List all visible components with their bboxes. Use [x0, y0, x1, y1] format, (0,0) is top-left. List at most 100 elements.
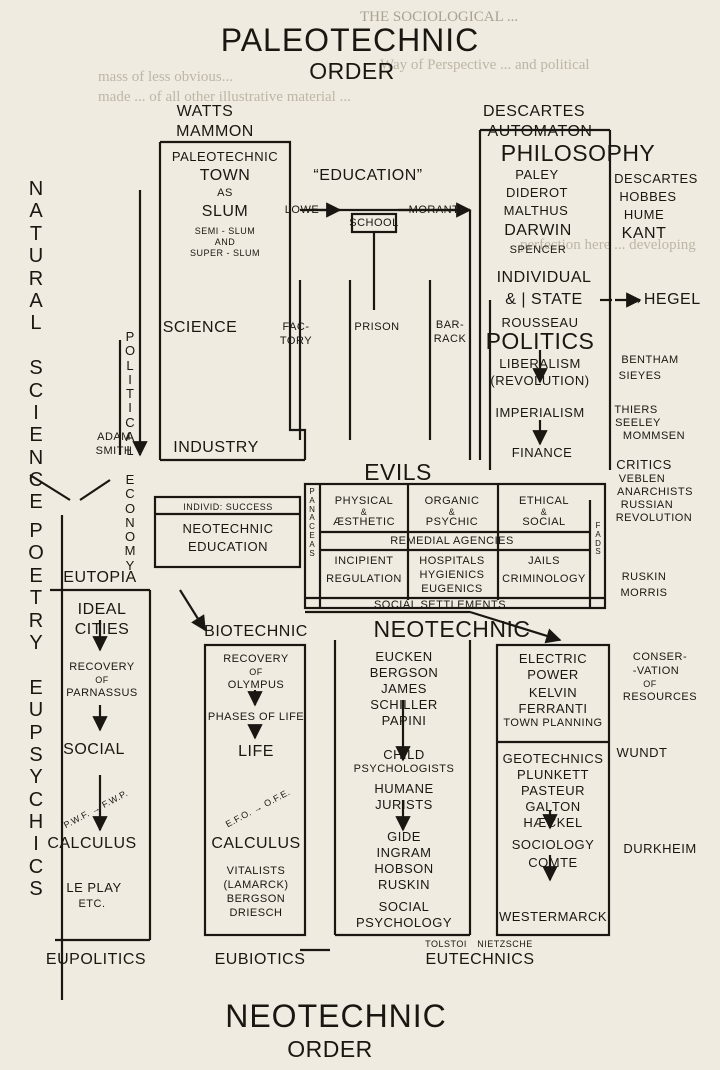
vitalists-3: BERGSON	[226, 893, 286, 905]
factory-label-1: FAC-	[282, 321, 310, 333]
jails-1: JAILS	[528, 555, 560, 567]
critics-5: REVOLUTION	[615, 512, 693, 524]
incipient-1: INCIPIENT	[334, 555, 394, 567]
calculus-left: CALCULUS	[47, 835, 137, 852]
vitalists-2: (LAMARCK)	[223, 879, 289, 891]
humane-label-1: HUMANE	[374, 781, 434, 796]
political-economy-label: P O L I T I C A L E C O N O M Y	[124, 329, 136, 573]
phases-label: PHASES OF LIFE	[207, 711, 305, 723]
neo-name-4: SCHILLER	[370, 697, 438, 712]
social-psych-2: PSYCHOLOGY	[355, 915, 453, 930]
politics-item-3: IMPERIALISM	[495, 405, 585, 420]
panaceas-label: P A N A C E A S	[309, 487, 315, 558]
rousseau-label: ROUSSEAU	[501, 315, 579, 330]
gide-2: INGRAM	[376, 845, 432, 860]
child-label-2: PSYCHOLOGISTS	[353, 763, 455, 775]
bleed-text-3: Way of Perspective ... and political	[380, 57, 590, 73]
gide-1: GIDE	[387, 829, 421, 844]
politics-item-2: (REVOLUTION)	[490, 373, 590, 388]
gide-3: HOBSON	[374, 861, 434, 876]
eutopia-title: EUTOPIA	[63, 569, 137, 586]
electric-3: KELVIN	[528, 685, 578, 700]
remedial-label: REMEDIAL AGENCIES	[390, 535, 514, 547]
hospitals-2: HYGIENICS	[419, 569, 485, 581]
state-label: & | STATE	[505, 291, 583, 308]
olympus-3: OLYMPUS	[227, 679, 285, 691]
neo-name-5: PAPINI	[381, 713, 427, 728]
life-label: LIFE	[238, 743, 274, 760]
vitalists-1: VITALISTS	[226, 865, 286, 877]
sociology-label: SOCIOLOGY	[511, 837, 595, 852]
bottom-title-line1: NEOTECHNIC	[225, 998, 447, 1034]
evils-organic-3: PSYCHIC	[425, 516, 479, 528]
vitalists-4: DRIESCH	[229, 907, 283, 919]
barrack-label-2: RACK	[433, 333, 467, 345]
conservation-1: CONSER-	[632, 651, 688, 663]
olympus-2: OF	[249, 667, 263, 677]
politics-title: POLITICS	[485, 328, 595, 354]
evils-physical-3: ÆSTHETIC	[332, 516, 396, 528]
jails-2: CRIMINOLOGY	[502, 573, 586, 585]
politics-right-5: MOMMSEN	[622, 430, 686, 442]
politics-right-3: THIERS	[614, 404, 658, 416]
philosophy-name-5: SPENCER	[509, 244, 567, 256]
education-label: “EDUCATION”	[313, 167, 423, 184]
barrack-label-1: BAR-	[435, 319, 465, 331]
philosophy-right-3: HUME	[623, 207, 665, 222]
conservation-3: OF	[643, 679, 657, 689]
nietzsche-label: NIETZSCHE	[477, 939, 533, 949]
fads-label: F A D S	[595, 521, 601, 557]
slum-sub-2: AND	[214, 237, 236, 247]
calculus-mid: CALCULUS	[211, 835, 301, 852]
evils-physical-1: PHYSICAL	[334, 495, 394, 507]
running-head: THE SOCIOLOGICAL ...	[360, 9, 519, 25]
critics-3: ANARCHISTS	[617, 486, 693, 498]
politics-item-4: FINANCE	[511, 445, 573, 460]
electric-2: POWER	[527, 667, 579, 682]
individual-label: INDIVIDUAL	[496, 269, 592, 286]
top-title-line1: PALEOTECHNIC	[220, 22, 480, 58]
philosophy-right-2: HOBBES	[619, 189, 677, 204]
philosophy-name-3: MALTHUS	[503, 203, 569, 218]
smith-label: SMITH	[95, 445, 133, 457]
politics-right-2: SIEYES	[618, 370, 662, 382]
factory-label-2: TORY	[279, 335, 313, 347]
hegel-label: →HEGEL	[627, 291, 701, 308]
individ-label: INDIVID: SUCCESS	[183, 502, 273, 512]
ideal-label: IDEAL	[77, 601, 127, 618]
school-label: SCHOOL	[349, 217, 399, 229]
incipient-2: REGULATION	[326, 573, 402, 585]
eutechnics-label: EUTECHNICS	[425, 951, 535, 968]
politics-right-1: BENTHAM	[621, 354, 679, 366]
geo-4: GALTON	[525, 799, 581, 814]
critics-4: RUSSIAN	[620, 499, 674, 511]
evils-physical-2: &	[360, 507, 368, 517]
evils-ethical-3: SOCIAL	[522, 516, 566, 528]
neo-education-2: EDUCATION	[187, 539, 269, 554]
evils-organic-2: &	[448, 507, 456, 517]
humane-label-2: JURISTS	[375, 797, 433, 812]
electric-4: FERRANTI	[518, 701, 588, 716]
neo-name-2: BERGSON	[369, 665, 439, 680]
philosophy-name-4: DARWIN	[504, 222, 572, 239]
comte-label: COMTE	[528, 855, 578, 870]
child-label-1: CHILD	[383, 747, 425, 762]
settlements-label: SOCIAL SETTLEMENTS	[373, 599, 507, 611]
le-play-label: LE PLAY	[66, 880, 122, 895]
social-psych-1: SOCIAL	[378, 899, 430, 914]
top-title-line2: ORDER	[309, 58, 395, 84]
critics-1: CRITICS	[616, 457, 672, 472]
automaton-top: AUTOMATON	[487, 123, 593, 140]
olympus-1: RECOVERY	[223, 653, 289, 665]
philosophy-right-4: KANT	[621, 225, 667, 242]
geo-2: PLUNKETT	[517, 767, 589, 782]
evils-ethical-1: ETHICAL	[519, 495, 569, 507]
town-line4: SLUM	[201, 203, 249, 220]
philosophy-right-1: DESCARTES	[614, 171, 698, 186]
lowe-label: LOWE	[284, 204, 320, 216]
conservation-2: -VATION	[632, 665, 680, 677]
philosophy-title: PHILOSOPHY	[500, 140, 656, 166]
critics-2: VEBLEN	[618, 473, 666, 485]
